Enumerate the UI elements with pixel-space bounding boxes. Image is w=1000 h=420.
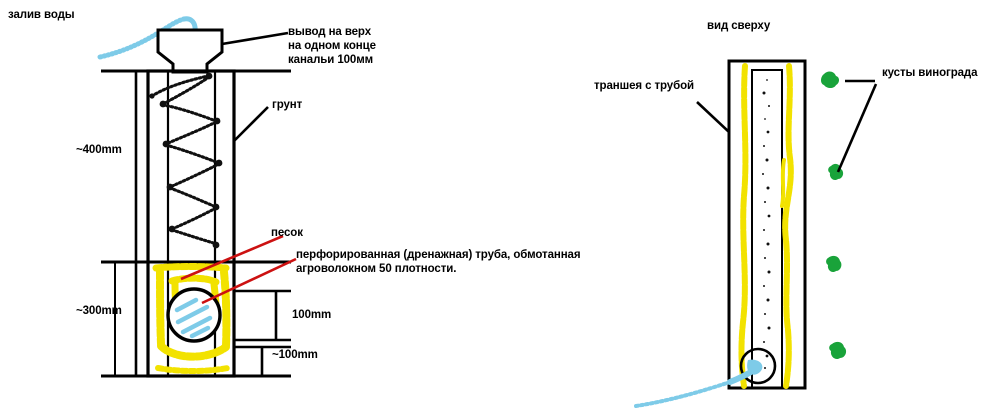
leader-pipe-callout: [201, 257, 297, 305]
water-inlet-label: залив воды: [8, 9, 75, 21]
dim-depth-sand: [101, 260, 148, 378]
outlet-callout-label: вывод на верх на одном конце канальи 100…: [288, 26, 376, 67]
leader-soil-label: [233, 106, 269, 142]
dim-label-bottom: ~100mm: [272, 349, 318, 361]
topview-perforations: [762, 79, 771, 369]
soil-label: грунт: [272, 99, 303, 111]
dim-label-pipe: 100mm: [292, 309, 332, 321]
topview-water-arrow: [634, 359, 763, 408]
soil-texture: [150, 74, 221, 246]
dim-extension-rails: [114, 262, 116, 376]
pipe-water-hatch: [174, 297, 213, 339]
leader-outlet-callout: [221, 31, 289, 46]
topview-inlet-circle: [739, 347, 777, 385]
dim-label-depth-sand: ~300mm: [76, 305, 122, 317]
soil-texture-nodes: [149, 72, 223, 249]
pipe-callout-label: перфорированная (дренажная) труба, обмот…: [296, 249, 581, 276]
dim-label-depth-soil: ~400mm: [76, 144, 122, 156]
pipe-outlet-hopper: [156, 28, 224, 74]
dim-bottom: [234, 345, 291, 378]
leader-topview-trench: [696, 101, 730, 133]
leader-sand-label: [180, 234, 284, 281]
leader-bush-2: [836, 83, 878, 173]
grape-bushes-label: кусты винограда: [882, 67, 978, 79]
sand-fill: [152, 263, 231, 374]
dim-pipe: [234, 289, 291, 342]
dim-depth-soil: [101, 69, 148, 264]
sand-label: песок: [271, 227, 303, 239]
topview-title: вид сверху: [707, 20, 771, 32]
topview-sand-bands: [738, 63, 794, 389]
grape-bushes: [821, 71, 847, 360]
topview-trench-label: траншея с трубой: [594, 80, 694, 92]
topview-pipe-outline: [751, 69, 783, 389]
